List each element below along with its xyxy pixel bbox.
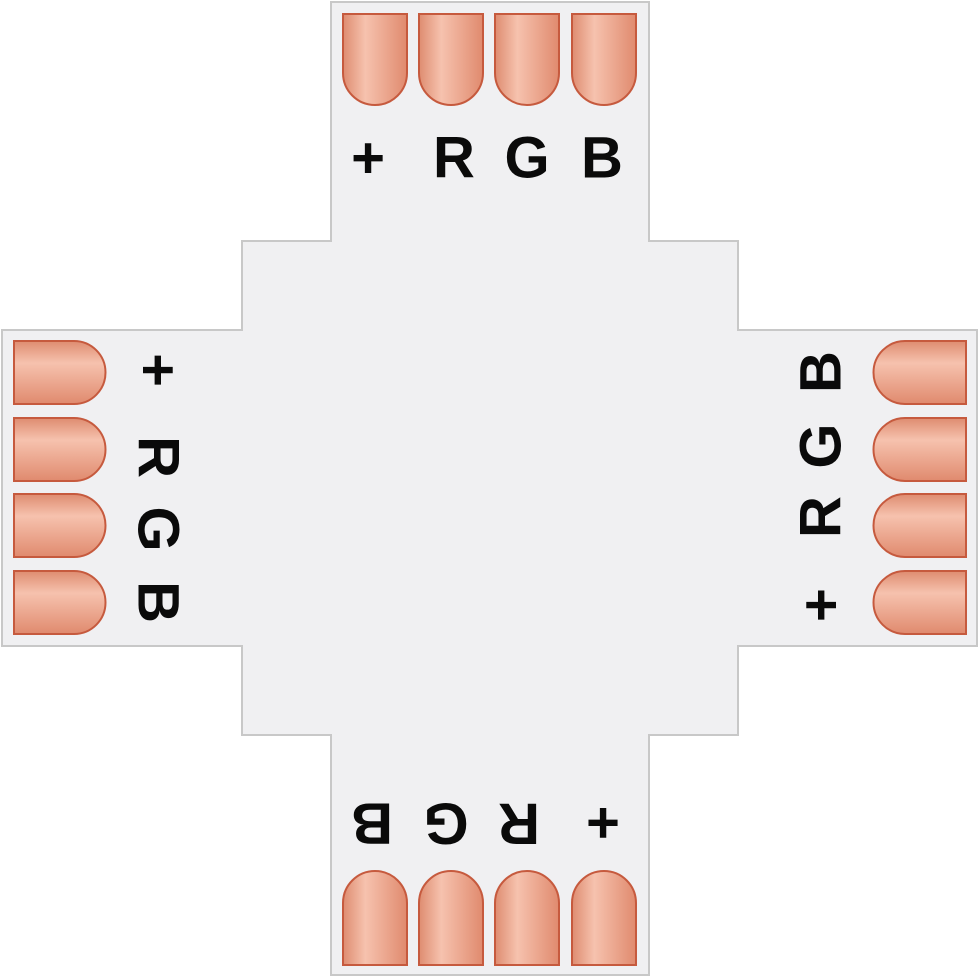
right-connector: B G R + (789, 340, 967, 635)
right-label-b: B (789, 351, 854, 393)
top-connector: + R G B (342, 13, 637, 191)
left-label-b: B (126, 581, 191, 623)
bottom-connector: B G R + (342, 791, 637, 966)
top-pads (342, 13, 637, 106)
bottom-label-b: B (351, 791, 393, 856)
right-pad-r[interactable] (872, 493, 967, 558)
left-pads (13, 340, 107, 635)
bottom-label-g: G (423, 791, 468, 856)
left-pad-g[interactable] (13, 493, 107, 558)
right-pad-b[interactable] (872, 340, 967, 405)
top-pad-b[interactable] (571, 13, 637, 106)
top-pad-plus[interactable] (342, 13, 408, 106)
right-pad-plus[interactable] (872, 570, 967, 635)
bottom-pad-plus[interactable] (571, 870, 637, 966)
bottom-pad-g[interactable] (418, 870, 484, 966)
bottom-label-plus: + (586, 791, 620, 856)
right-label-g: G (789, 423, 854, 468)
bottom-label-r: R (498, 791, 540, 856)
right-label-r: R (789, 496, 854, 538)
left-pad-plus[interactable] (13, 340, 107, 405)
left-connector: + R G B (13, 340, 191, 635)
right-label-plus: + (789, 588, 854, 622)
left-label-g: G (126, 506, 191, 551)
right-pad-g[interactable] (872, 417, 967, 482)
left-pad-r[interactable] (13, 417, 107, 482)
top-pad-r[interactable] (418, 13, 484, 106)
top-label-plus: + (351, 126, 385, 191)
bottom-pad-r[interactable] (494, 870, 560, 966)
left-label-plus: + (126, 353, 191, 387)
top-label-g: G (504, 126, 549, 191)
left-label-r: R (126, 436, 191, 478)
bottom-pad-b[interactable] (342, 870, 408, 966)
right-pads (872, 340, 967, 635)
top-label-r: R (433, 126, 475, 191)
left-pad-b[interactable] (13, 570, 107, 635)
top-label-b: B (581, 126, 623, 191)
top-pad-g[interactable] (494, 13, 560, 106)
bottom-pads (342, 870, 637, 966)
